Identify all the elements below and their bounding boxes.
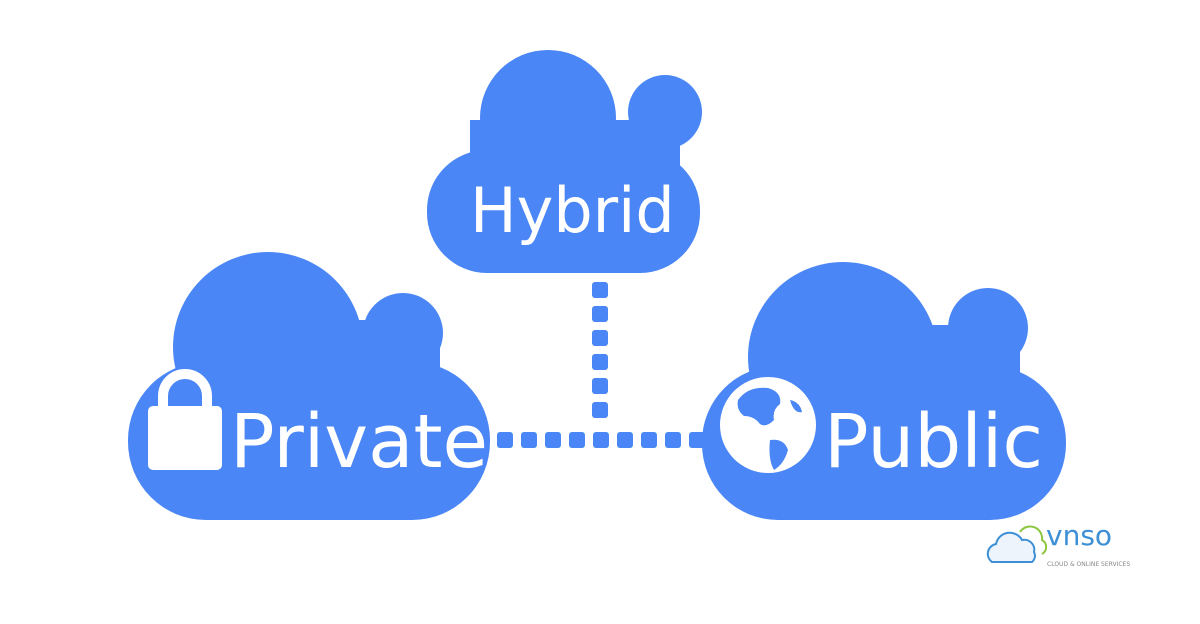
connector-dot <box>592 306 608 322</box>
connector-dot <box>497 432 513 448</box>
connector-dot <box>593 432 609 448</box>
connector-dot <box>521 432 537 448</box>
cloud-label-hybrid: Hybrid <box>470 174 675 247</box>
lock-icon <box>148 369 222 470</box>
globe-icon <box>720 377 816 473</box>
cloud-label-public: Public <box>824 399 1043 485</box>
connector-dot <box>617 432 633 448</box>
vnso-logo: vnso CLOUD & ONLINE SERVICES <box>986 519 1130 568</box>
connector-dot <box>592 402 608 418</box>
connector-dot <box>592 378 608 394</box>
connector-dot <box>569 432 585 448</box>
dotted-connector <box>497 282 705 448</box>
cloud-label-private: Private <box>230 399 488 485</box>
connector-dot <box>665 432 681 448</box>
connector-dot <box>592 282 608 298</box>
connector-dot <box>592 354 608 370</box>
connector-dot <box>592 330 608 346</box>
logo-tagline: CLOUD & ONLINE SERVICES <box>1047 561 1130 568</box>
connector-dot <box>689 432 705 448</box>
hybrid-cloud <box>427 50 702 273</box>
connector-dot <box>545 432 561 448</box>
logo-name: vnso <box>1046 519 1112 552</box>
connector-dot <box>641 432 657 448</box>
private-cloud <box>128 252 490 520</box>
